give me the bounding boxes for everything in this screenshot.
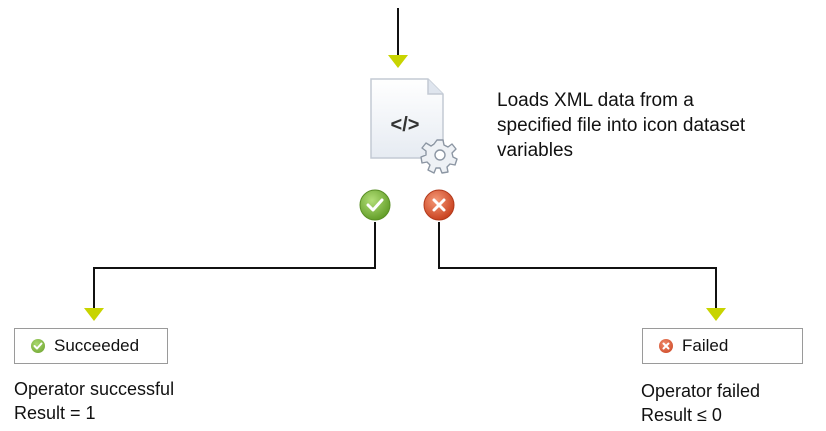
failed-line: Operator failed (641, 381, 761, 401)
succeeded-result: Result = 1 (14, 403, 96, 423)
incoming-arrow-icon (388, 55, 408, 68)
xml-file-gear-icon[interactable]: </> (370, 78, 458, 174)
check-circle-icon[interactable] (359, 189, 391, 221)
failed-result: Result ≤ 0 (641, 405, 722, 425)
description-line: specified file into icon dataset (497, 115, 746, 136)
failure-connector (438, 222, 717, 308)
x-circle-icon[interactable] (423, 189, 455, 221)
check-circle-icon (31, 339, 45, 353)
succeeded-node[interactable]: Succeeded (14, 328, 168, 364)
x-circle-icon (659, 339, 673, 353)
failed-node[interactable]: Failed (642, 328, 803, 364)
success-connector (93, 222, 376, 308)
success-arrow-icon (84, 308, 104, 321)
description-line: Loads XML data from a (497, 90, 694, 111)
failed-description: Operator failed Result ≤ 0 (641, 379, 760, 427)
description-line: variables (497, 140, 574, 161)
failure-arrow-icon (706, 308, 726, 321)
succeeded-line: Operator successful (14, 379, 175, 399)
operator-description: Loads XML data from a specified file int… (497, 88, 826, 163)
succeeded-description: Operator successful Result = 1 (14, 377, 174, 425)
succeeded-label: Succeeded (54, 336, 140, 355)
svg-text:</>: </> (391, 114, 420, 136)
failed-label: Failed (682, 336, 729, 355)
